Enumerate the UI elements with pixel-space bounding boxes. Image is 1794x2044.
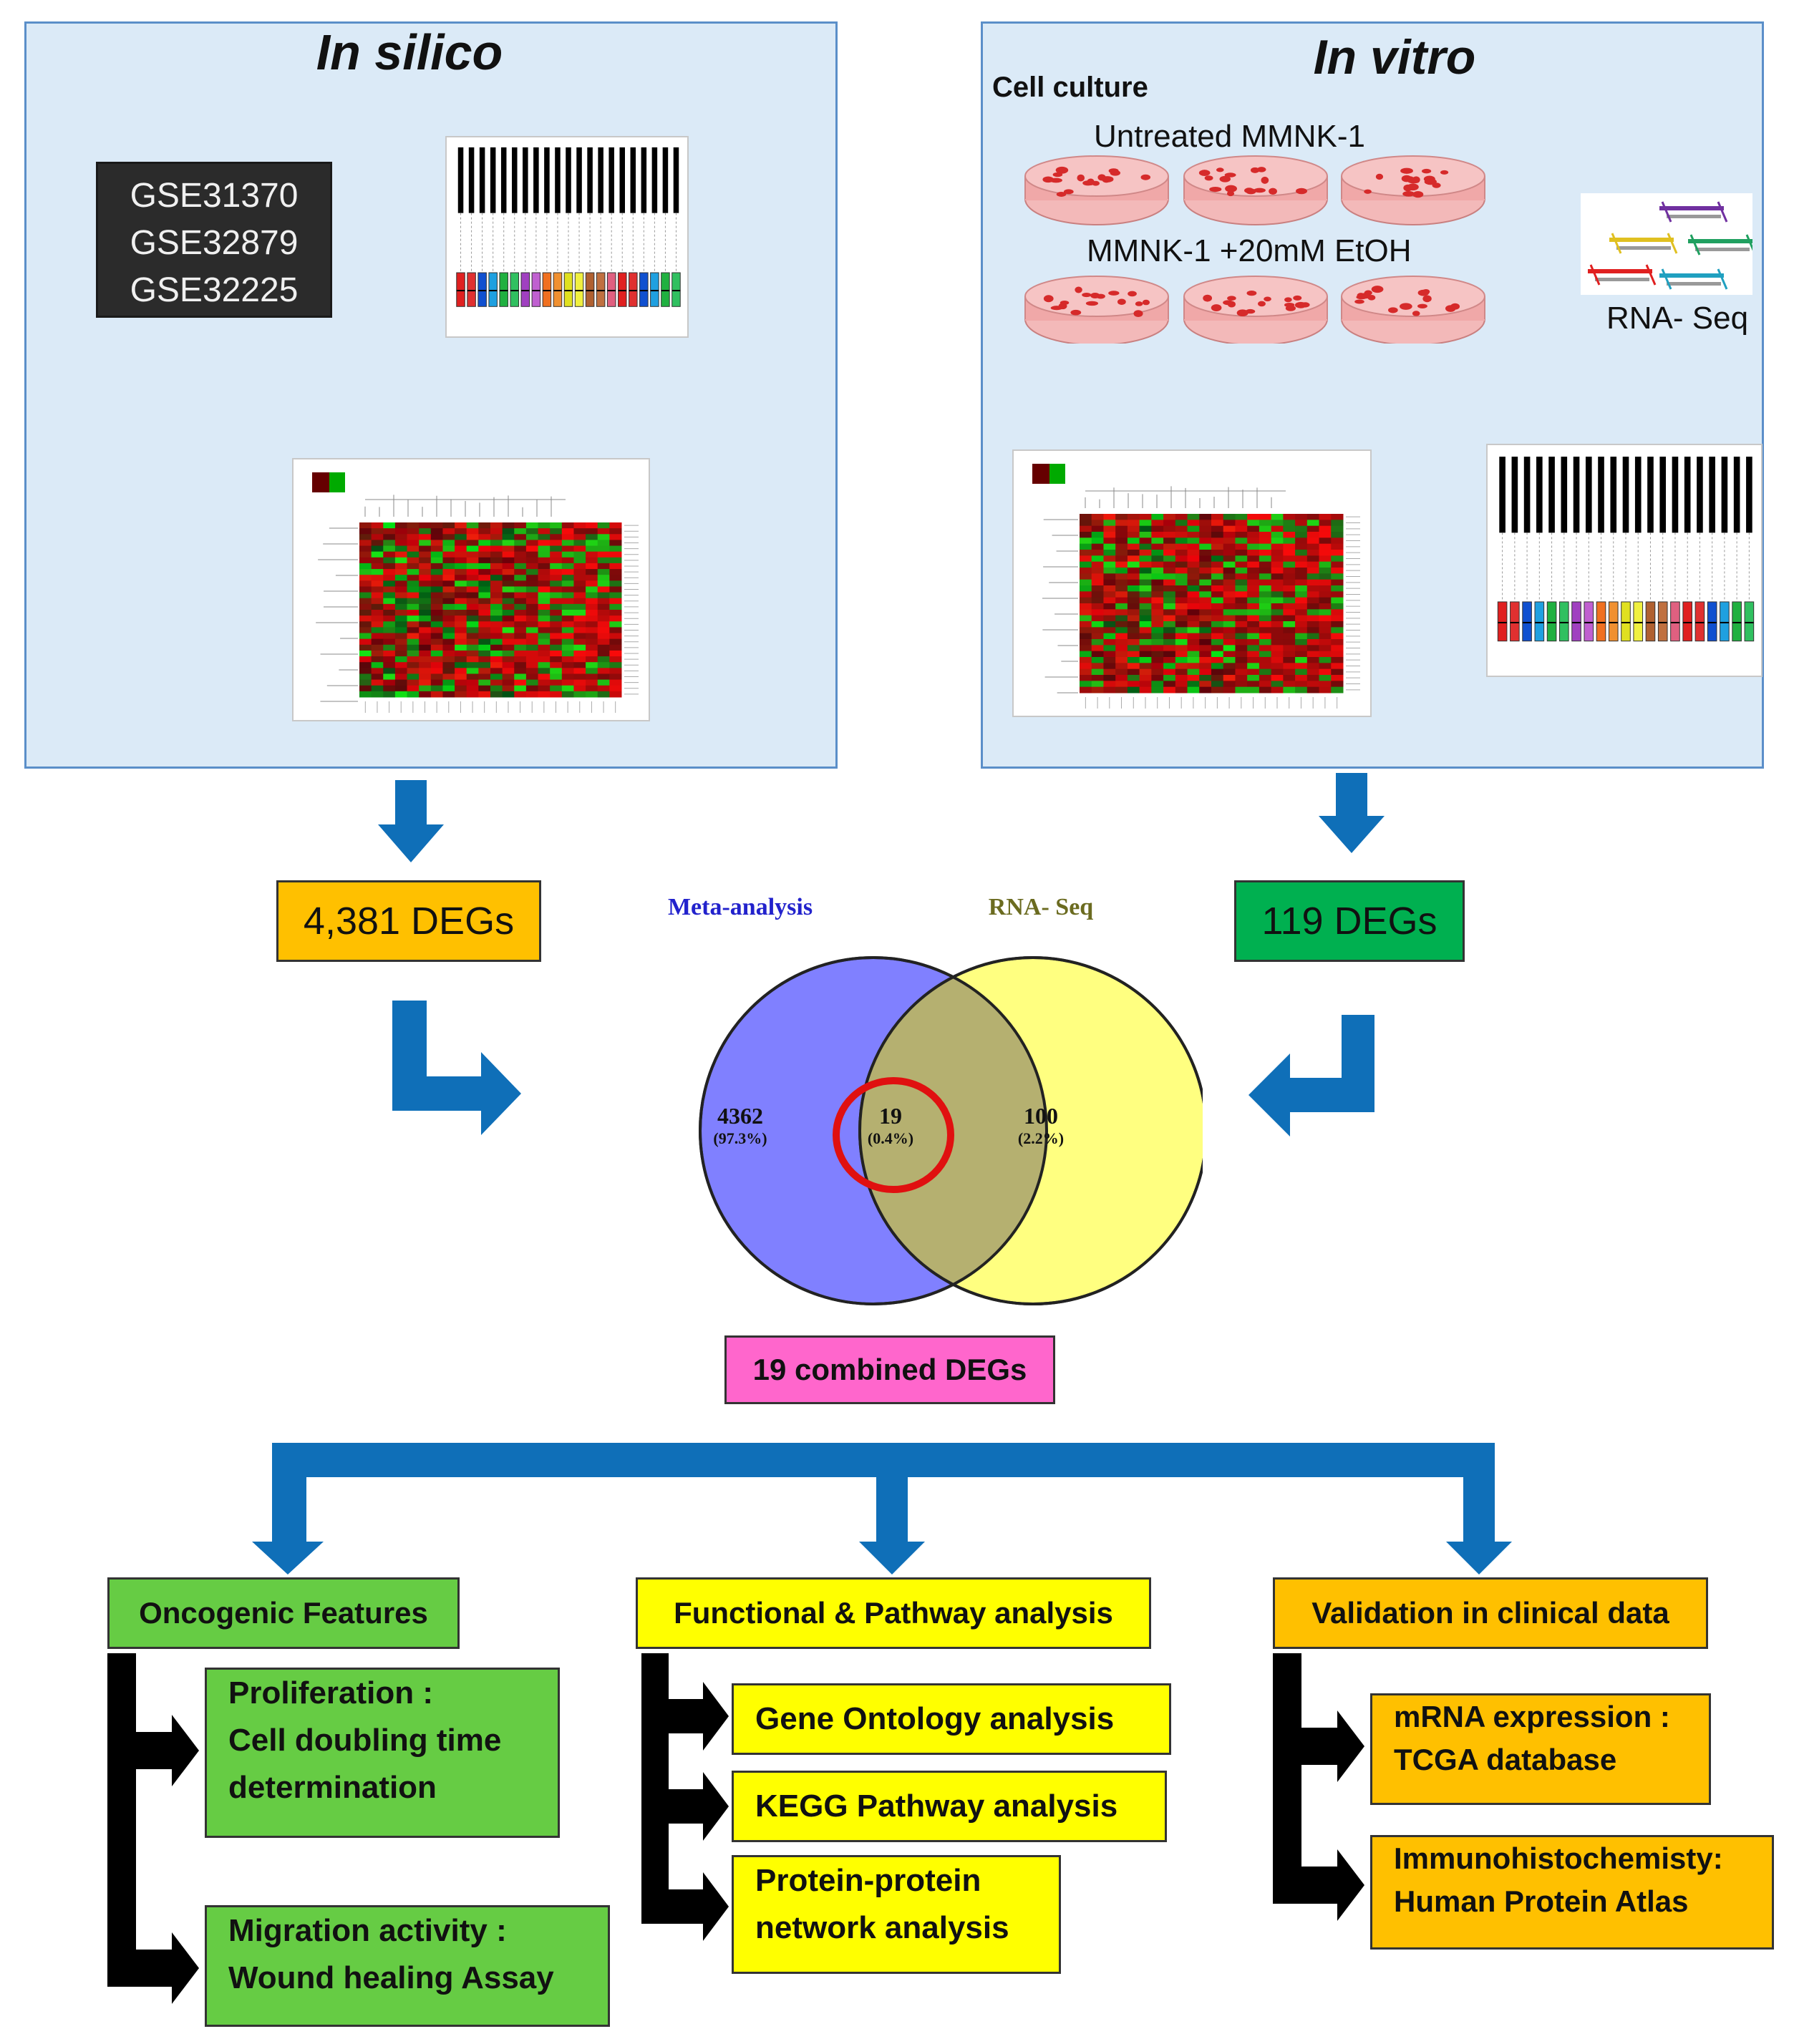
oncogenic-header: Oncogenic Features bbox=[107, 1577, 460, 1649]
venn-mid-count: 19 bbox=[879, 1103, 902, 1129]
rnaseq-label: RNA- Seq bbox=[1606, 301, 1749, 336]
gene-ontology-box: Gene Ontology analysis bbox=[732, 1683, 1171, 1755]
dataset-item: GSE32225 bbox=[130, 271, 299, 309]
venn-left-count: 4362 bbox=[717, 1103, 763, 1129]
item-line: Proliferation : bbox=[228, 1675, 434, 1710]
item-line: Immunohistochemisty: bbox=[1394, 1841, 1723, 1875]
mrna-box: mRNA expression : TCGA database bbox=[1370, 1693, 1711, 1805]
item-line: determination bbox=[228, 1770, 437, 1805]
left-degs-box: 4,381 DEGs bbox=[276, 880, 541, 962]
item-line: KEGG Pathway analysis bbox=[755, 1788, 1118, 1824]
venn-left-pct: (97.3%) bbox=[713, 1129, 767, 1147]
item-line: Protein-protein bbox=[755, 1863, 981, 1898]
item-line: Gene Ontology analysis bbox=[755, 1701, 1115, 1736]
ppi-box: Protein-protein network analysis bbox=[732, 1855, 1061, 1974]
item-line: TCGA database bbox=[1394, 1743, 1617, 1776]
dataset-list: GSE31370 GSE32879 GSE32225 bbox=[96, 162, 332, 318]
untreated-label: Untreated MMNK-1 bbox=[1094, 119, 1366, 154]
combined-degs-box: 19 combined DEGs bbox=[724, 1335, 1055, 1404]
heatmap-figure bbox=[1012, 449, 1372, 717]
item-line: Wound healing Assay bbox=[228, 1960, 554, 1995]
cell-culture-label: Cell culture bbox=[992, 72, 1148, 103]
boxplot-figure bbox=[1486, 444, 1763, 677]
boxplot-figure bbox=[445, 136, 689, 338]
arrow-right-icon bbox=[107, 1932, 199, 2004]
dataset-item: GSE32879 bbox=[130, 224, 299, 262]
right-degs-box: 119 DEGs bbox=[1234, 880, 1465, 962]
item-line: mRNA expression : bbox=[1394, 1700, 1670, 1733]
venn-diagram: Meta-analysis RNA- Seq 4362 (97.3%) 19 (… bbox=[668, 894, 1203, 1305]
combined-degs-label: 19 combined DEGs bbox=[752, 1353, 1027, 1386]
venn-right-pct: (2.2%) bbox=[1018, 1129, 1064, 1147]
functional-header: Functional & Pathway analysis bbox=[636, 1577, 1151, 1649]
heatmap-figure bbox=[292, 458, 650, 721]
arrow-down-icon bbox=[1319, 773, 1385, 853]
arrow-right-icon bbox=[1273, 1849, 1364, 1921]
functional-title: Functional & Pathway analysis bbox=[674, 1596, 1113, 1630]
proliferation-box: Proliferation : Cell doubling time deter… bbox=[205, 1668, 560, 1838]
venn-overlap bbox=[860, 958, 1047, 1304]
validation-title: Validation in clinical data bbox=[1311, 1596, 1669, 1630]
elbow-arrow-icon bbox=[1248, 1015, 1374, 1137]
right-degs-label: 119 DEGs bbox=[1261, 900, 1437, 943]
ihc-box: Immunohistochemisty: Human Protein Atlas bbox=[1370, 1835, 1774, 1950]
rnaseq-figure bbox=[1581, 193, 1752, 295]
in-silico-title: In silico bbox=[316, 24, 503, 80]
arrow-right-icon bbox=[641, 1682, 729, 1751]
migration-box: Migration activity : Wound healing Assay bbox=[205, 1905, 610, 2027]
treated-label: MMNK-1 +20mM EtOH bbox=[1087, 233, 1412, 268]
elbow-arrow-icon bbox=[392, 1001, 521, 1135]
venn-right-count: 100 bbox=[1024, 1103, 1058, 1129]
arrow-right-icon bbox=[1273, 1710, 1364, 1782]
oncogenic-title: Oncogenic Features bbox=[139, 1596, 428, 1630]
dataset-item: GSE31370 bbox=[130, 177, 299, 215]
venn-mid-pct: (0.4%) bbox=[868, 1129, 913, 1147]
arrow-right-icon bbox=[107, 1715, 199, 1786]
item-line: Cell doubling time bbox=[228, 1723, 502, 1758]
validation-header: Validation in clinical data bbox=[1273, 1577, 1708, 1649]
petri-dishes bbox=[1024, 155, 1485, 344]
item-line: Migration activity : bbox=[228, 1913, 507, 1948]
venn-left-title: Meta-analysis bbox=[668, 894, 813, 920]
kegg-box: KEGG Pathway analysis bbox=[732, 1771, 1167, 1842]
arrow-right-icon bbox=[641, 1772, 729, 1841]
venn-right-title: RNA- Seq bbox=[989, 894, 1093, 920]
arrow-right-icon bbox=[641, 1872, 729, 1941]
arrow-down-icon bbox=[378, 780, 444, 862]
highlight-ring bbox=[833, 1077, 954, 1193]
branch-bracket bbox=[252, 1443, 1512, 1575]
in-vitro-title: In vitro bbox=[1313, 30, 1476, 84]
item-line: network analysis bbox=[755, 1910, 1009, 1945]
left-degs-label: 4,381 DEGs bbox=[303, 900, 515, 943]
item-line: Human Protein Atlas bbox=[1394, 1884, 1689, 1918]
